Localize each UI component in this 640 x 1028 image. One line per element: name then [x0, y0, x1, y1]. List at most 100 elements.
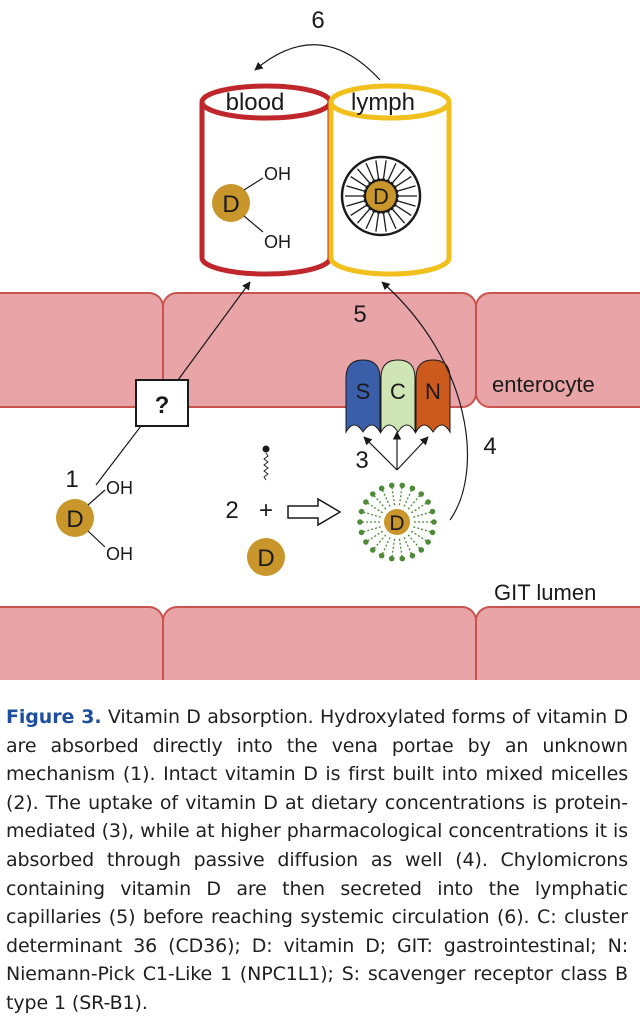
micelle-lipid-tail	[361, 526, 381, 534]
npc1l1-transporter: N	[415, 359, 451, 434]
chylomicron-lipid-tail	[350, 205, 367, 217]
step-6-label: 6	[311, 7, 324, 34]
blood-vessel: blood D OH OH	[199, 83, 333, 277]
lymph-vessel: lymph D	[328, 83, 452, 277]
chylomicron	[340, 155, 422, 237]
arrow-unknown-to-blood	[177, 281, 251, 381]
chylomicron-lipid-tail	[392, 209, 406, 224]
blood-label: blood	[226, 89, 285, 116]
vitamin-d-molecule-lymph	[366, 181, 396, 211]
arrow-step-3-left	[363, 436, 398, 471]
hydroxylated-vitamin-d: D OH OH	[56, 478, 133, 564]
micelle-lipid-tail	[403, 537, 413, 556]
free-vitamin-d: D	[247, 538, 285, 576]
micelle-lipid-head	[399, 555, 406, 562]
caption-text: Vitamin D absorption. Hydroxylated forms…	[6, 706, 628, 1014]
cd36-transporter: C	[380, 359, 416, 434]
micelle-lipid-head	[369, 491, 376, 497]
micelle-lipid-tail	[413, 526, 433, 534]
micelle-lipid-head	[369, 547, 376, 553]
step-5-label: 5	[353, 301, 366, 328]
chylomicron-lipid-tail	[375, 160, 380, 179]
micelle-lipid-tail	[407, 534, 422, 551]
micelle-lipid-head	[429, 529, 436, 536]
svg-text:D: D	[257, 545, 274, 572]
micelle-lipid-head	[363, 539, 369, 545]
micelle-lipid-tail	[361, 510, 381, 518]
micelle-lipid-tail	[365, 501, 384, 514]
micelle-lipid-tail	[381, 537, 391, 556]
svg-text:D: D	[373, 184, 389, 209]
lumen-cell-left	[0, 606, 164, 680]
svg-text:D: D	[222, 191, 239, 218]
lumen-cell-middle	[162, 606, 477, 680]
micelle-lipid-head	[357, 519, 363, 525]
arrow-step-3-right	[396, 436, 429, 471]
chylomicron-lipid-tail	[392, 168, 406, 183]
micelle-lipid-head	[358, 529, 365, 536]
micelle-lipid-tail	[365, 530, 384, 543]
micelle-lipid-tail	[391, 485, 396, 506]
micelle-lipid-head	[409, 485, 416, 492]
enterocyte-label: enterocyte	[492, 372, 595, 397]
lumen-wall-layer	[0, 606, 640, 680]
micelle-lipid-tail	[413, 510, 433, 518]
chylomicron-lipid-tail	[387, 162, 397, 180]
lipid-molecule	[262, 445, 270, 481]
micelle-lipid-head	[431, 519, 437, 525]
svg-text:D: D	[66, 506, 83, 533]
micelle-lipid-head	[399, 482, 406, 489]
micelle-lipid-tail	[407, 493, 422, 510]
micelle-lipid-head	[363, 499, 369, 505]
chylomicron-lipid-tail	[356, 209, 370, 224]
hydroxyl-label-blood-top: OH	[264, 164, 291, 184]
vitamin-d-absorption-diagram: blood D OH OH lymph D S C N ?	[0, 7, 640, 680]
chylomicron-lipid-tail	[398, 185, 416, 192]
hydroxyl-label-blood-bottom: OH	[264, 232, 291, 252]
svg-text:N: N	[425, 379, 441, 404]
micelle-lipid-tail	[398, 538, 403, 559]
pathway-arrows	[95, 44, 469, 521]
micelle-lipid-tail	[403, 488, 413, 507]
chylomicron-lipid-tail	[382, 160, 387, 179]
micelle-lipid-head	[418, 547, 425, 553]
chylomicron-lipid-tail	[395, 175, 412, 187]
plus-sign: +	[259, 497, 273, 524]
micelle-lipid-head	[378, 552, 385, 559]
step-3-label: 3	[355, 447, 368, 474]
micelle-lipid-tail	[398, 485, 403, 506]
svg-text:D: D	[389, 512, 404, 535]
micelle-lipid-head	[388, 482, 395, 489]
micelle-lipid-head	[418, 491, 425, 497]
svg-text:C: C	[390, 379, 406, 404]
micelle-lipid-head	[388, 555, 395, 562]
micelle-lipid-head	[378, 485, 385, 492]
git-lumen-label: GIT lumen	[494, 580, 596, 605]
membrane-transporters: S C N	[345, 359, 451, 434]
chylomicron-lipid-tail	[346, 185, 364, 192]
svg-text:?: ?	[155, 392, 170, 419]
micelle-lipid-tail	[410, 530, 429, 543]
chylomicron-lipid-tail	[375, 213, 380, 232]
chylomicron-lipid-tail	[395, 205, 412, 217]
vitamin-d-molecule-blood	[212, 184, 250, 222]
step-2-label: 2	[225, 497, 238, 524]
micelle-lipid-head	[358, 508, 365, 515]
chylomicron-lipid-tail	[346, 200, 364, 207]
chylomicron-lipid-tail	[356, 168, 370, 183]
step-4-label: 4	[483, 433, 496, 460]
sr-b1-transporter: S	[345, 359, 381, 434]
micelle-lipid-head	[429, 508, 436, 515]
figure-label: Figure 3.	[6, 706, 102, 728]
micelle-lipid-tail	[391, 538, 396, 559]
micelle-lipid-tail	[410, 501, 429, 514]
mixed-micelle: D	[357, 482, 437, 562]
chylomicron-lipid-tail	[365, 162, 375, 180]
chylomicron-lipid-tail	[365, 212, 375, 230]
enterocyte-cell-right	[475, 292, 640, 408]
chylomicron-lipid-tail	[387, 212, 397, 230]
micelle-lipid-tail	[372, 493, 387, 510]
arrow-step-4-5	[381, 281, 469, 521]
figure-caption: Figure 3. Vitamin D absorption. Hydroxyl…	[6, 703, 628, 1018]
step-1-label: 1	[65, 466, 78, 493]
